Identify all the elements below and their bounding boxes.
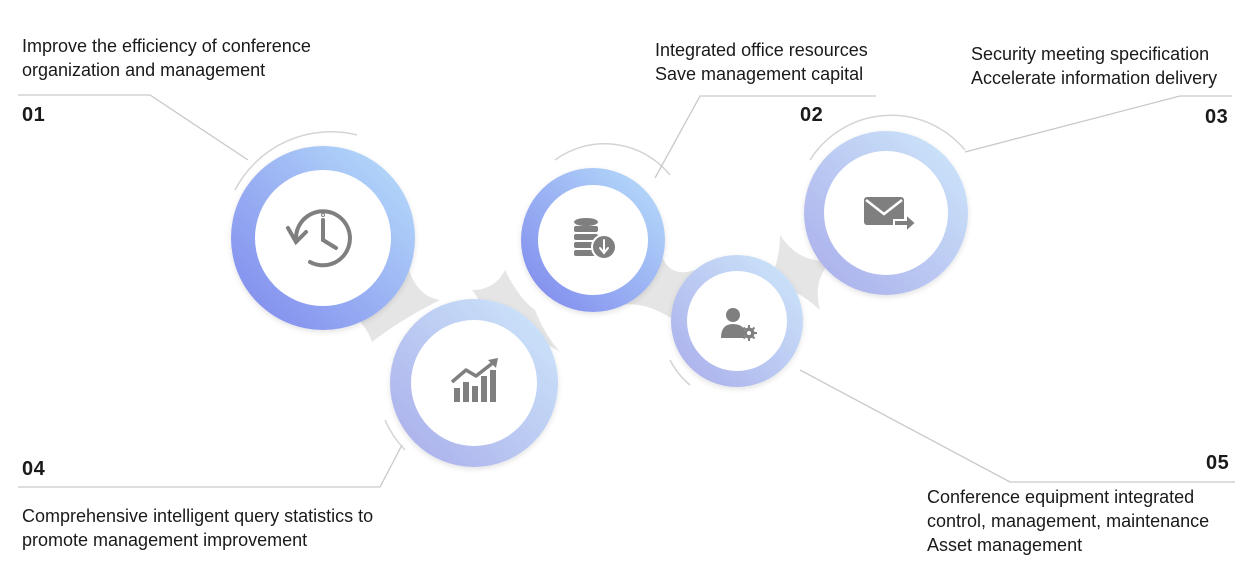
item-02-line-1: Integrated office resources: [655, 40, 868, 60]
item-02-line-2: Save management capital: [655, 64, 864, 84]
leader-lines: [18, 94, 1235, 488]
leader-01: [18, 94, 249, 161]
item-01-line-1: Improve the efficiency of conference: [22, 36, 311, 56]
leader-02: [654, 95, 876, 179]
item-04-number: 04: [22, 458, 46, 480]
item-01-number: 01: [22, 104, 46, 126]
item-04-description: Comprehensive intelligent query statisti…: [22, 504, 373, 552]
item-02-number: 02: [800, 104, 824, 126]
item-03-description: Security meeting specification Accelerat…: [971, 42, 1217, 90]
item-05-description: Conference equipment integrated control,…: [927, 485, 1209, 557]
item-03-number: 03: [1205, 106, 1229, 128]
item-05-line-2: control, management, maintenance: [927, 511, 1210, 531]
envelope-forward-icon: [864, 197, 918, 235]
item-03-line-1: Security meeting specification: [971, 44, 1210, 64]
bar-chart-growth-icon: [450, 358, 498, 402]
outer-arcs: [234, 114, 966, 451]
circle-04: [390, 299, 558, 467]
leader-03: [964, 95, 1232, 153]
user-settings-icon: [721, 308, 757, 341]
item-02-description: Integrated office resources Save managem…: [655, 38, 868, 86]
item-05-line-1: Conference equipment integrated: [927, 487, 1195, 507]
leader-05: [799, 369, 1235, 483]
item-01-description: Improve the efficiency of conference org…: [22, 34, 311, 82]
item-05-number: 05: [1206, 452, 1230, 474]
circle-05: [671, 255, 803, 387]
leader-04: [18, 444, 403, 488]
coins-download-icon: [574, 218, 617, 260]
item-03-line-2: Accelerate information delivery: [971, 68, 1218, 88]
clock-history-icon: [286, 209, 352, 268]
item-01-line-2: organization and management: [22, 60, 266, 80]
connector-5-3: [765, 235, 832, 310]
item-04-line-2: promote management improvement: [22, 530, 308, 550]
item-04-line-1: Comprehensive intelligent query statisti…: [22, 506, 374, 526]
item-05-line-3: Asset management: [927, 535, 1083, 555]
